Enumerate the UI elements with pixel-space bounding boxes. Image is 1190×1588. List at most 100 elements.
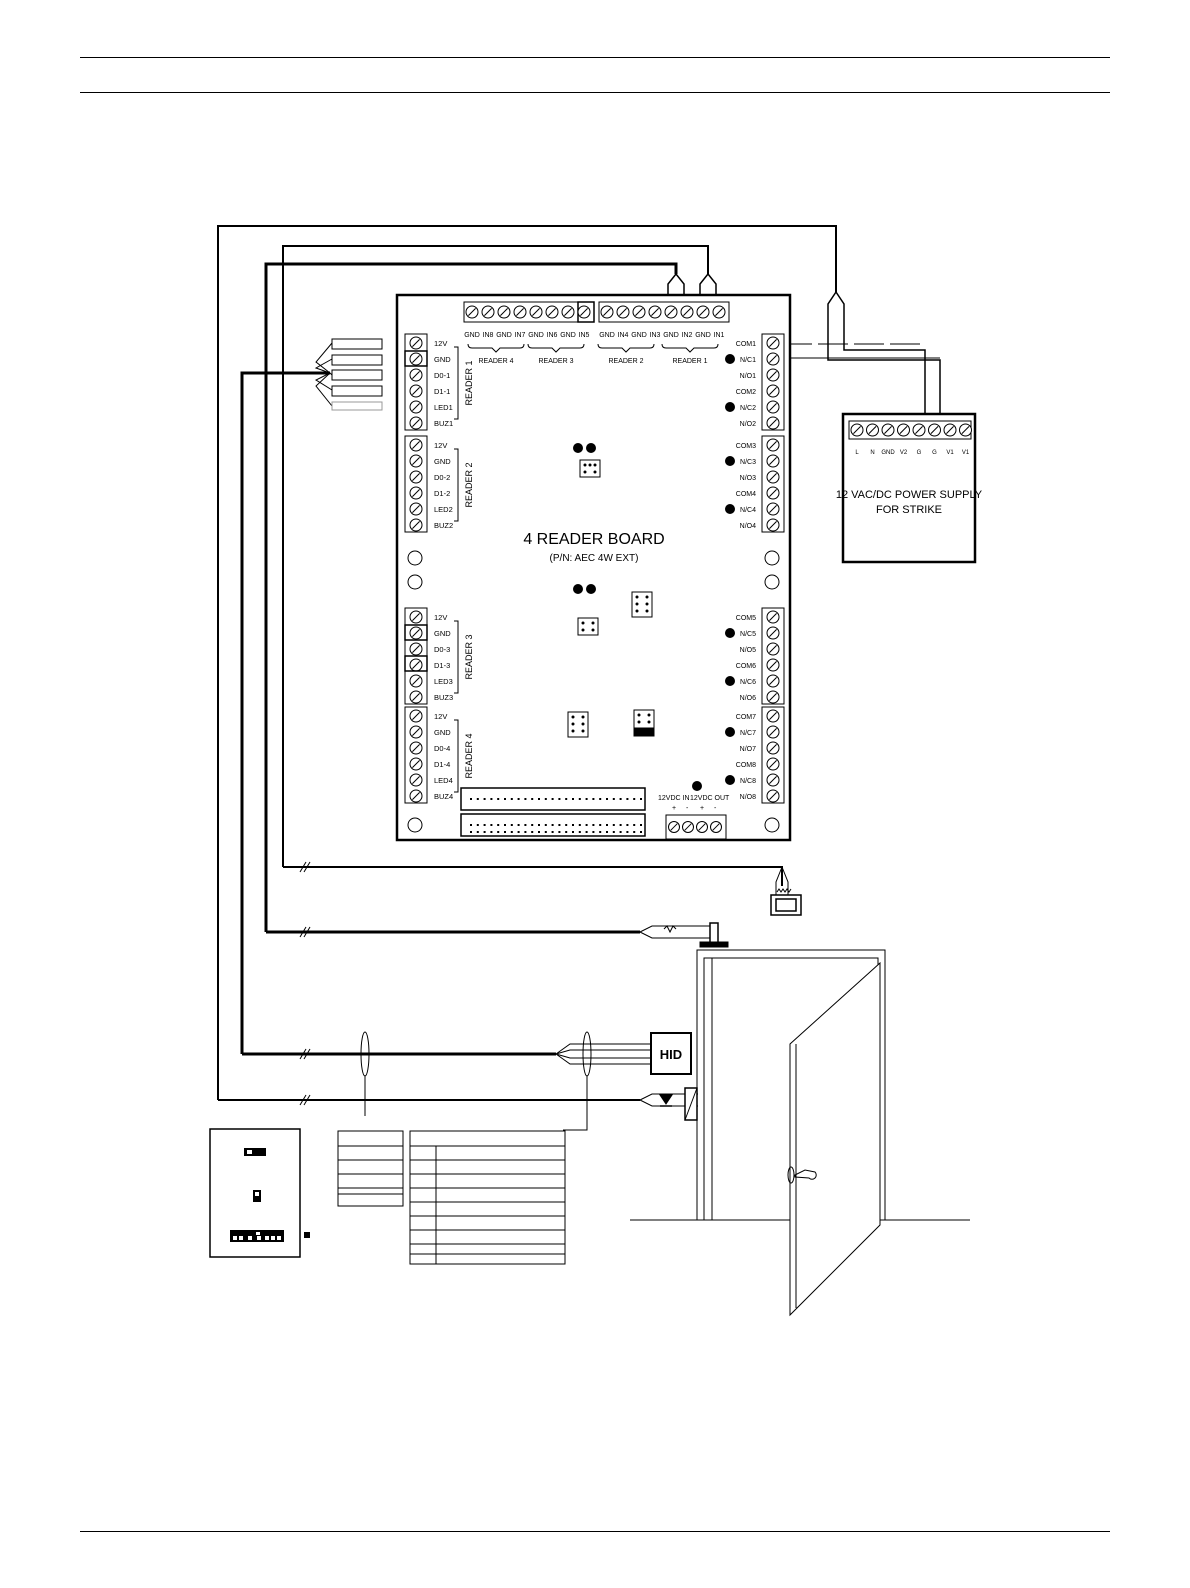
top-terminal-label: IN7 (515, 332, 526, 339)
relay-terminal-label: COM4 (736, 491, 756, 498)
jumper-blocks (567, 459, 655, 738)
power-terminal-screw (696, 821, 708, 833)
power-supply-terminal-screw (897, 423, 910, 437)
power-supply-terminal-label: V2 (900, 450, 908, 456)
power-terminal-screw (710, 821, 722, 833)
door (630, 949, 970, 1317)
power-out-label: 12VDC OUT (690, 795, 730, 802)
reader-terminal-label: D1-3 (434, 661, 450, 670)
relay-terminal-screw (766, 773, 780, 787)
relay-terminal-screw (766, 486, 780, 500)
header-rule-bottom (80, 92, 1110, 93)
power-supply-title-2: FOR STRIKE (876, 504, 942, 516)
power-supply-terminal-screw (943, 423, 957, 437)
top-terminal-label: IN4 (618, 332, 629, 339)
power-supply-terminal-label: N (870, 450, 874, 456)
relay-terminal-label: N/C1 (740, 357, 756, 364)
reader-terminal-label: GND (434, 629, 451, 638)
top-terminal-label: IN2 (682, 332, 693, 339)
power-supply-terminal-label: G (932, 450, 937, 456)
reader-terminal-screw (409, 502, 423, 516)
reader-module (209, 1128, 310, 1258)
reader-terminal-label: 12V (434, 613, 447, 622)
reader-section-label: READER 1 (464, 360, 474, 405)
relay-terminal-label: COM7 (736, 714, 756, 721)
reader-terminal-screw (409, 757, 423, 771)
relay-terminal-screw (766, 502, 780, 516)
reader-terminal-screw (409, 709, 423, 723)
wire-table-left (337, 1130, 404, 1207)
relay-terminal-screw (766, 741, 780, 755)
top-terminal-label: GND (464, 332, 480, 339)
board-title: 4 READER BOARD (523, 531, 664, 548)
card-reader: HID (650, 1032, 692, 1075)
reader-terminal-label: BUZ2 (434, 521, 453, 530)
mounting-holes (407, 550, 780, 833)
relay-terminal-screw (766, 690, 780, 704)
relay-terminal-label: N/O3 (740, 475, 756, 482)
reader-terminal-label: LED3 (434, 677, 453, 686)
top-terminal-screw (561, 305, 575, 319)
power-terminal-screw (682, 821, 694, 833)
relay-terminal-label: N/C8 (740, 778, 756, 785)
relay-terminal-screw (766, 384, 780, 398)
door-contact (770, 888, 802, 916)
top-terminal-label: GND (663, 332, 679, 339)
top-terminal-label: IN6 (547, 332, 558, 339)
reader-terminal-screw (409, 416, 423, 430)
reader-terminal-screw (409, 658, 423, 672)
power-supply-terminal-label: V1 (946, 450, 954, 456)
top-terminal-label: GND (528, 332, 544, 339)
relay-terminal-screw (766, 757, 780, 771)
relay-terminal-label: N/O7 (740, 746, 756, 753)
relay-terminal-screw (766, 336, 780, 350)
top-group-label: READER 1 (672, 358, 707, 365)
reader-wire-leads (331, 338, 383, 411)
relay-terminal-label: COM2 (736, 389, 756, 396)
top-terminal-screw (664, 305, 678, 319)
top-terminal-screw (481, 305, 495, 319)
relay-terminal-screw (766, 725, 780, 739)
relay-terminal-screw (766, 610, 780, 624)
top-terminal-label: GND (631, 332, 647, 339)
reader-terminal-screw (409, 518, 423, 532)
relay-terminal-screw (766, 642, 780, 656)
top-terminal-label: IN5 (579, 332, 590, 339)
reader-terminal-label: 12V (434, 712, 447, 721)
door-strike (659, 1087, 698, 1121)
board-part-number: (P/N: AEC 4W EXT) (550, 553, 639, 564)
reader-terminal-screw (409, 674, 423, 688)
power-supply-terminal-label: L (855, 450, 859, 456)
relay-terminal-label: COM8 (736, 762, 756, 769)
field-wiring (217, 225, 941, 1131)
power-supply-terminal-label: GND (881, 450, 895, 456)
reader-terminal-screw (409, 690, 423, 704)
relay-terminal-label: N/O2 (740, 421, 756, 428)
reader-terminal-screw (409, 454, 423, 468)
reader-terminal-screw (409, 626, 423, 640)
reader-terminal-label: D1-2 (434, 489, 450, 498)
jumper-pins (571, 463, 651, 733)
power-sign-2: - (686, 805, 689, 812)
reader-terminal-label: D1-1 (434, 387, 450, 396)
reader-terminal-label: D0-2 (434, 473, 450, 482)
reader-terminal-screw (409, 470, 423, 484)
reader-terminal-screw (409, 789, 423, 803)
top-terminal-screw (497, 305, 511, 319)
top-terminal-screw (616, 305, 630, 319)
power-in-label: 12VDC IN (658, 795, 690, 802)
relay-led (725, 676, 735, 686)
relay-terminal-screw (766, 709, 780, 723)
relay-terminal-screw (766, 416, 780, 430)
reader-terminal-label: BUZ3 (434, 693, 453, 702)
power-sign-3: + (700, 805, 704, 812)
top-terminal-screw (465, 305, 479, 319)
relay-terminal-screw (766, 438, 780, 452)
relay-terminal-screw (766, 470, 780, 484)
